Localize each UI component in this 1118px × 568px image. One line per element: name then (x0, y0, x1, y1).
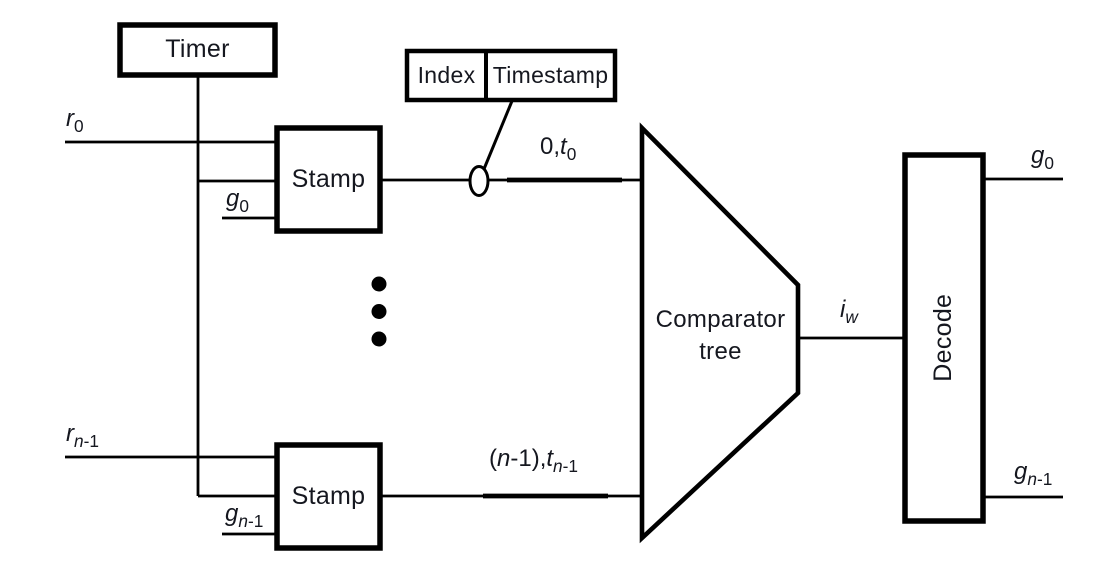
stamp-top-label: Stamp (291, 164, 366, 193)
ellipsis-dots (371, 276, 387, 347)
index-timestamp-box (404, 48, 618, 103)
decode-label: Decode (905, 155, 983, 521)
comparator-tree-label: Comparator tree (642, 303, 799, 369)
signal-label-t0: 0,t0 (540, 133, 577, 164)
signal-label-rn1: rn-1 (66, 420, 99, 451)
timer-label: Timer (165, 35, 230, 64)
comparator-label-line2: tree (699, 338, 742, 365)
ellipsis-dot (371, 331, 387, 347)
stamp-top-box (274, 125, 383, 234)
signal-label-g0-in: g0 (226, 185, 249, 216)
ellipsis-dot (371, 304, 387, 319)
signal-label-tn1: (n-1),tn-1 (489, 445, 578, 476)
signal-label-gn1-in: gn-1 (225, 500, 264, 531)
timer-box (117, 22, 278, 78)
decode-box (902, 152, 986, 524)
stamp-bottom-box (274, 442, 383, 551)
signal-label-iw: iw (840, 296, 858, 327)
signal-label-r0: r0 (66, 105, 84, 136)
callout-line (482, 100, 514, 170)
stamp-bottom-label: Stamp (291, 481, 366, 510)
index-label: Index (417, 61, 476, 88)
decode-label-text: Decode (929, 294, 958, 382)
wire-tap-ellipse (468, 165, 490, 197)
signal-label-gn1-out: gn-1 (1014, 458, 1053, 489)
signal-label-g0-out: g0 (1031, 142, 1054, 173)
timestamp-label: Timestamp (492, 61, 609, 88)
ellipsis-dot (371, 276, 387, 292)
comparator-label-line1: Comparator (655, 306, 786, 333)
comparator-tree-shape (639, 122, 801, 544)
